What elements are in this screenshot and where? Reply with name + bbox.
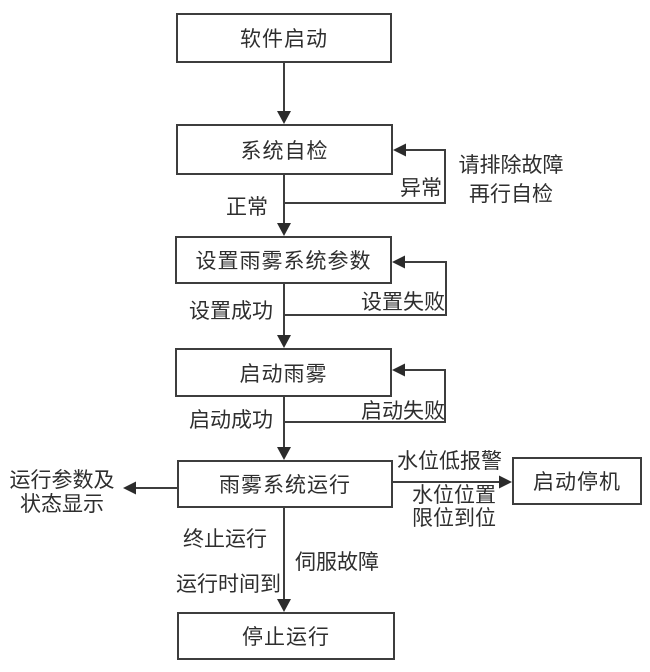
edge-label-normal: 正常 — [226, 195, 268, 219]
arrowhead-right-icon — [499, 475, 512, 489]
edge-label-start-fail: 启动失败 — [361, 399, 445, 423]
arrowhead-left-icon — [393, 143, 406, 157]
node-start-shutdown: 启动停机 — [512, 457, 642, 505]
edge-label-status-display-line1: 运行参数及 — [9, 468, 115, 492]
arrowhead-left-icon — [392, 255, 405, 269]
edge-label-set-success: 设置成功 — [189, 299, 273, 323]
edge-label-water-position-line2: 限位到位 — [412, 506, 496, 530]
arrowhead-down-icon — [277, 111, 291, 124]
edge-abnormal-loop — [284, 149, 446, 204]
edge-label-terminate: 终止运行 — [183, 527, 267, 551]
edge-label-abnormal: 异常 — [400, 176, 442, 200]
edge-label-water-position-line1: 水位位置 — [412, 483, 496, 507]
edge-label-start-success: 启动成功 — [189, 408, 273, 432]
edge-label-fix-fault-line2: 再行自检 — [469, 182, 553, 206]
node-label: 启动停机 — [533, 470, 621, 494]
edge-label-status-display: 运行参数及 状态显示 — [4, 468, 120, 516]
arrowhead-down-icon — [277, 335, 291, 348]
node-stop-running: 停止运行 — [177, 612, 395, 660]
node-system-running: 雨雾系统运行 — [177, 460, 393, 508]
edge-label-water-low-alarm: 水位低报警 — [397, 449, 502, 473]
node-label: 雨雾系统运行 — [219, 473, 351, 497]
edge-label-water-position-limit: 水位位置 限位到位 — [412, 484, 496, 530]
edge-set-fail-loop — [284, 261, 447, 316]
edge-label-time-up: 运行时间到 — [176, 572, 281, 596]
arrowhead-left-icon — [392, 363, 405, 377]
edge-label-status-display-line2: 状态显示 — [20, 492, 104, 516]
edge-start-fail-loop — [284, 369, 446, 423]
edge-label-fix-fault-line1: 请排除故障 — [458, 153, 564, 177]
node-set-rain-fog-params: 设置雨雾系统参数 — [175, 236, 392, 284]
node-software-start: 软件启动 — [176, 13, 392, 63]
node-label: 设置雨雾系统参数 — [195, 249, 372, 273]
node-label: 停止运行 — [242, 625, 330, 649]
node-label: 启动雨雾 — [239, 361, 328, 386]
node-label: 系统自检 — [240, 138, 329, 163]
edge-label-set-fail: 设置失败 — [361, 290, 445, 314]
arrowhead-left-icon — [123, 481, 136, 495]
arrowhead-down-icon — [277, 599, 291, 612]
edge-label-servo-fault: 伺服故障 — [295, 550, 379, 574]
node-label: 软件启动 — [240, 27, 328, 51]
arrowhead-down-icon — [277, 447, 291, 460]
node-system-self-check: 系统自检 — [176, 124, 393, 175]
node-start-rain-fog: 启动雨雾 — [175, 348, 392, 397]
edge-label-fix-fault: 请排除故障 再行自检 — [452, 151, 570, 209]
arrowhead-down-icon — [277, 223, 291, 236]
